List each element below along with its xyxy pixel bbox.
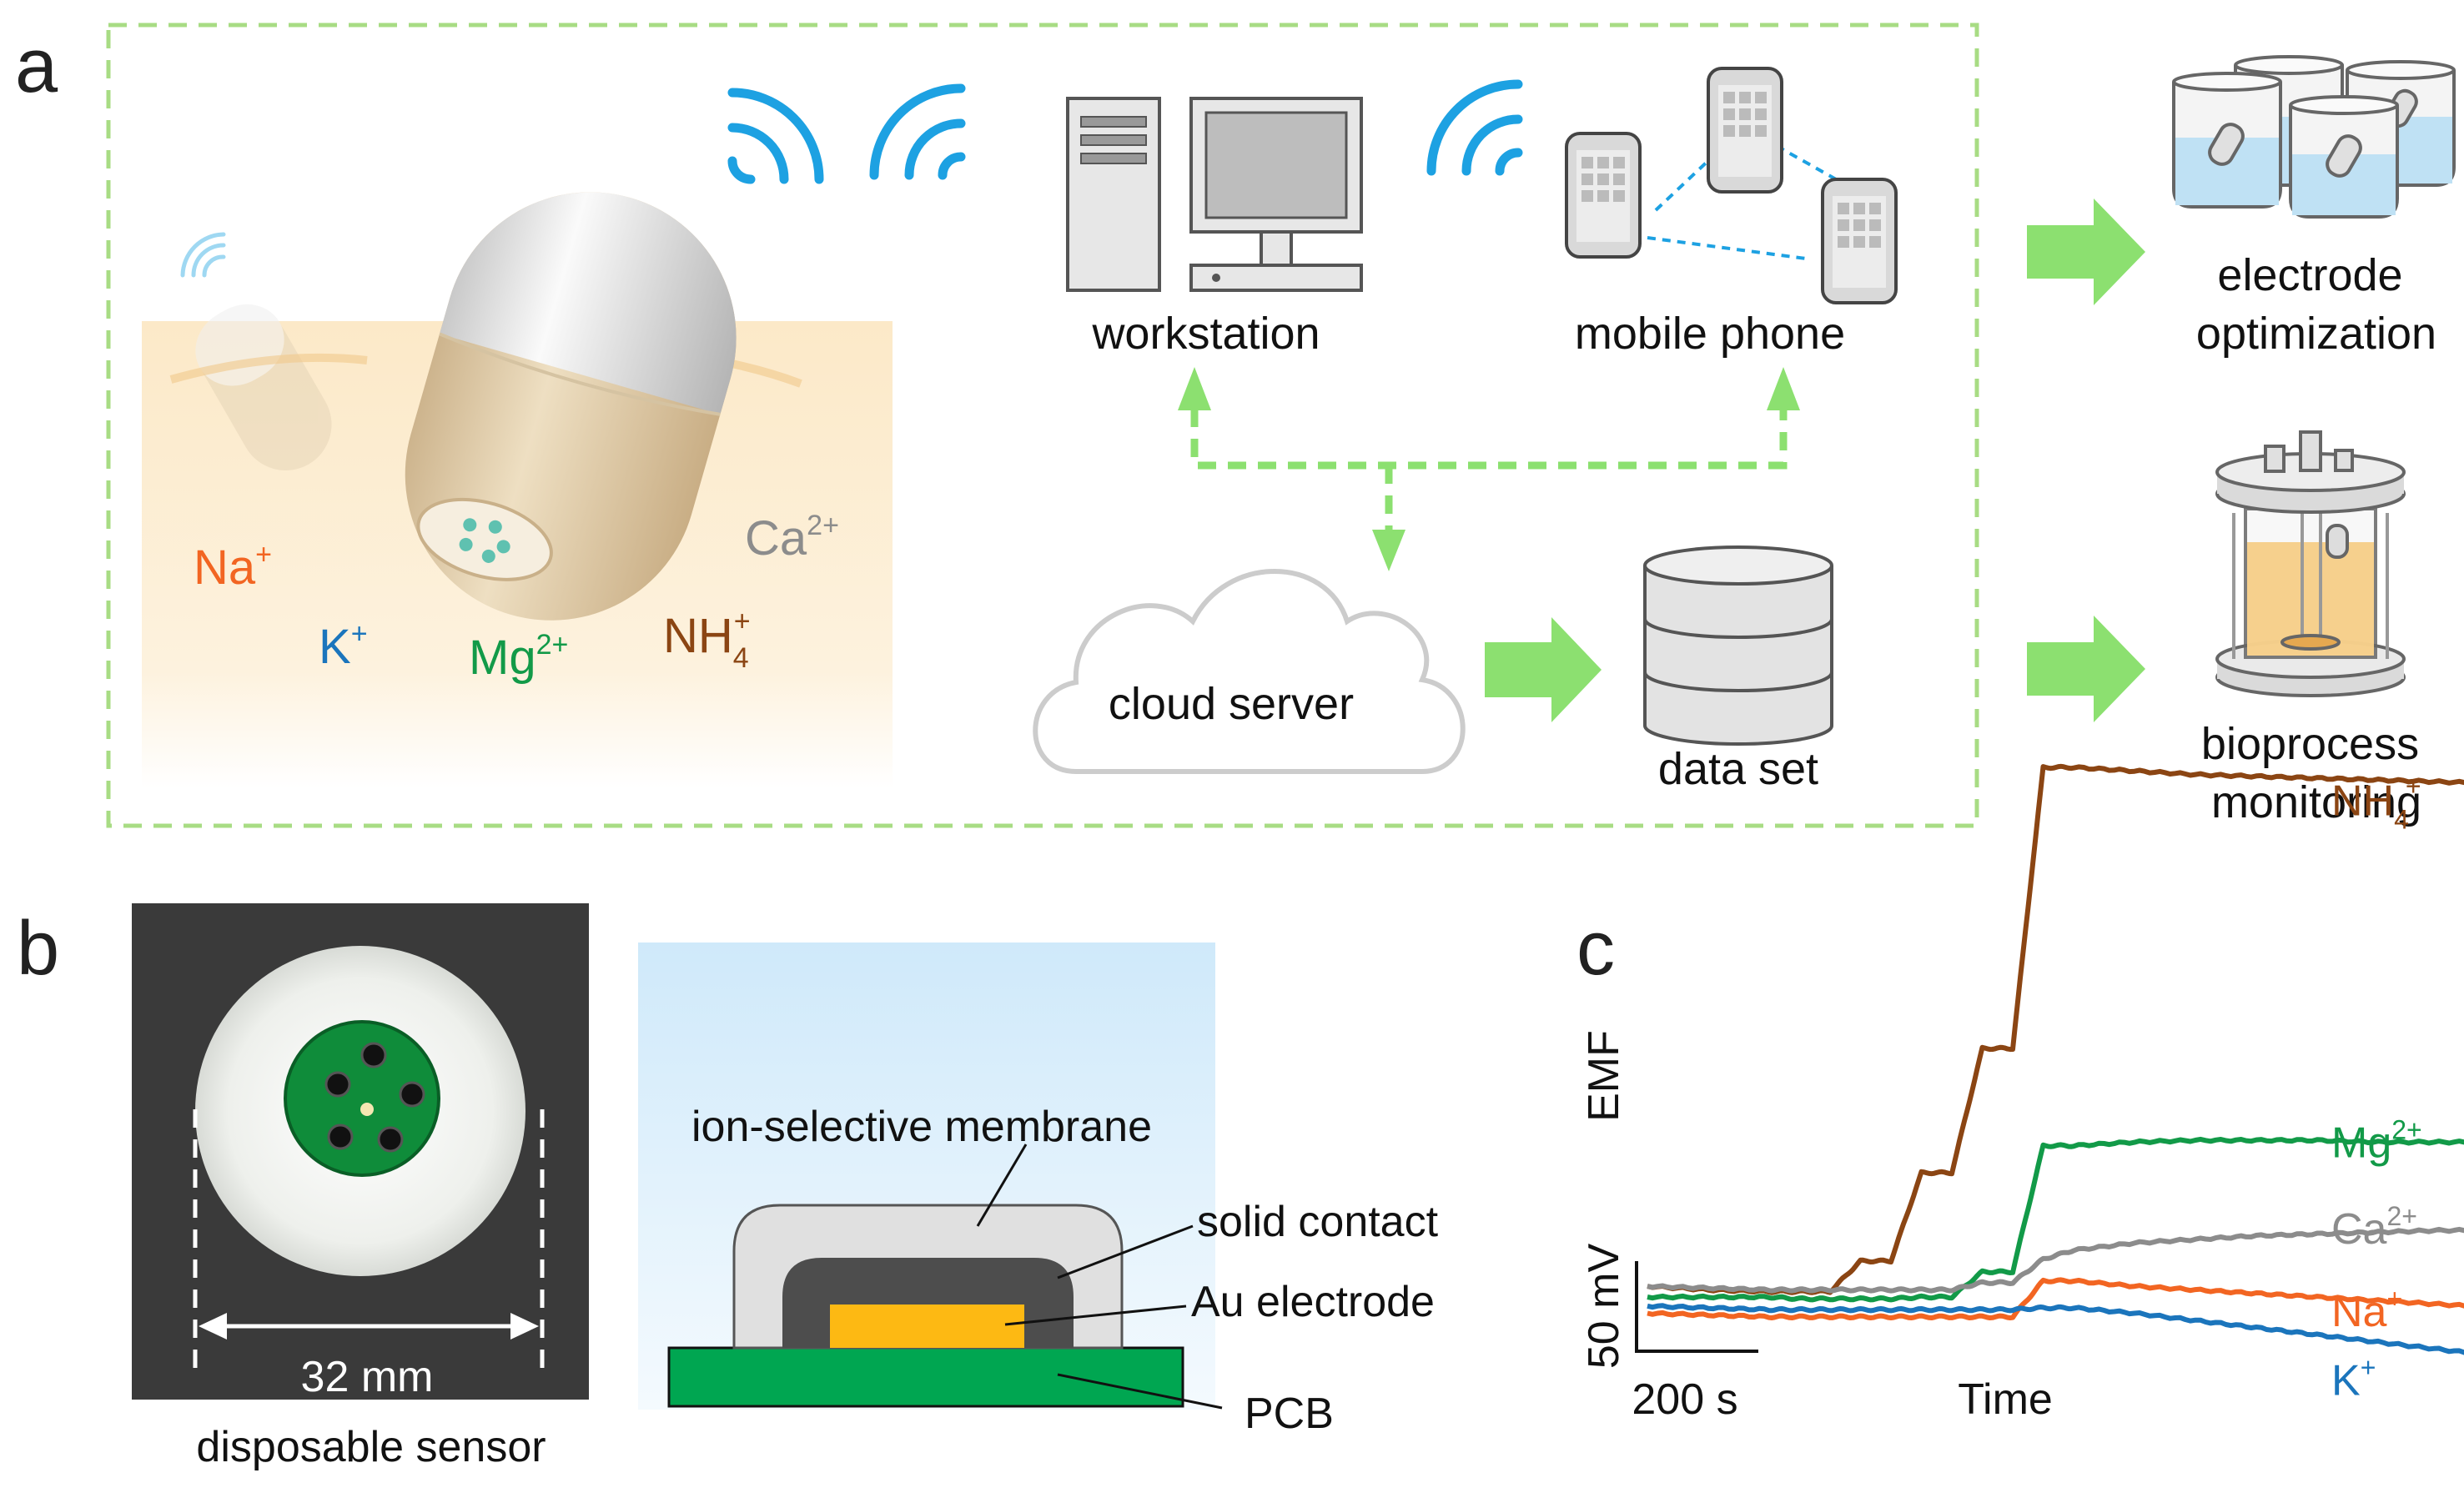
panel-b-letter: b [17,906,59,991]
arrow-right-icon [2027,199,2145,305]
arrowhead-down-icon [1372,530,1405,571]
emf-traces [1647,763,2464,1355]
panel-b: b 32 mm disposable sensor [17,903,1439,1471]
bioreactor-icon [2215,430,2406,697]
electrode-dots [324,1042,425,1153]
dimension-marker [193,1109,545,1376]
system-boundary [106,23,1979,828]
arrowhead-right-icon [510,1313,539,1340]
panel-a-letter: a [15,23,58,108]
arrow-right-icon [2027,616,2145,722]
panel-c-letter: c [1576,906,1615,991]
membrane-label: ion-selective membrane [691,1103,1152,1151]
scale-bar [1635,1261,1758,1353]
mobile-phone-icon [1565,132,1642,259]
ion-label-k: K+ [319,618,368,674]
cloud-server-label: cloud server [1109,679,1354,729]
workstation-icon [1066,97,1363,292]
bioprocess-monitoring-label: bioprocess monitoring [2201,719,2431,827]
ion-sensing-capsule [405,192,737,621]
mobile-phone-icon [1821,178,1898,304]
liquid-surface-streak [169,353,368,384]
pcb-label: PCB [1245,1390,1334,1438]
arrowhead-left-icon [199,1313,227,1340]
database-icon [1643,545,1833,746]
trace-mg2 [1647,1136,2464,1303]
panel-c: c EMF 50 mV 200 s Time NH4+ Mg2+ Ca2+ Na+ K+ [1576,763,2464,1424]
data-link-dashed [1190,409,1788,534]
series-label-na: Na+ [2331,1284,2402,1336]
leader-lines [976,1144,1223,1410]
solid-contact-label: solid contact [1197,1198,1439,1246]
series-label-mg2: Mg2+ [2331,1114,2422,1167]
scale-bar-y-label: 50 mV [1580,1244,1628,1370]
ion-label-ca: Ca2+ [745,510,839,566]
y-axis-label: EMF [1580,1030,1628,1122]
au-electrode-label: Au electrode [1191,1278,1435,1326]
data-set-label: data set [1658,744,1818,794]
trace-k [1647,1303,2464,1355]
arrowhead-up-icon [1178,367,1211,410]
au-electrode-layer [830,1304,1024,1348]
arrowhead-up-icon [1767,367,1800,410]
sensor-caption: disposable sensor [196,1423,546,1471]
ion-label-na: Na+ [194,539,272,595]
ion-label-nh4: NH4+ [663,606,751,674]
series-label-ca2: Ca2+ [2331,1201,2417,1254]
trace-na [1647,1277,2464,1320]
pcb-layer [667,1346,1184,1408]
beakers-icon [2172,55,2456,219]
series-label-nh4: NH4+ [2331,771,2421,834]
cloud-icon [1033,569,1466,774]
workstation-label: workstation [1091,309,1320,359]
panel-a: a Na+ K [15,23,2456,828]
arrow-right-icon [1485,617,1602,722]
wifi-icon [869,83,966,180]
scale-bar-x-label: 200 s [1632,1375,1737,1424]
small-wifi-icon [180,232,226,278]
mobile-phone-label: mobile phone [1575,309,1845,359]
series-label-k: K+ [2331,1352,2376,1405]
dimension-label: 32 mm [301,1353,434,1401]
electrode-optimization-label: electrode optimization [2196,250,2436,359]
x-axis-label: Time [1958,1375,2053,1424]
series-labels: NH4+ Mg2+ Ca2+ Na+ K+ [2331,771,2422,1405]
mobile-phone-icon [1707,67,1783,194]
ion-label-mg: Mg2+ [469,629,568,685]
wifi-icon [1426,79,1523,176]
trace-ca2 [1647,1226,2464,1294]
wifi-icon [727,88,824,184]
